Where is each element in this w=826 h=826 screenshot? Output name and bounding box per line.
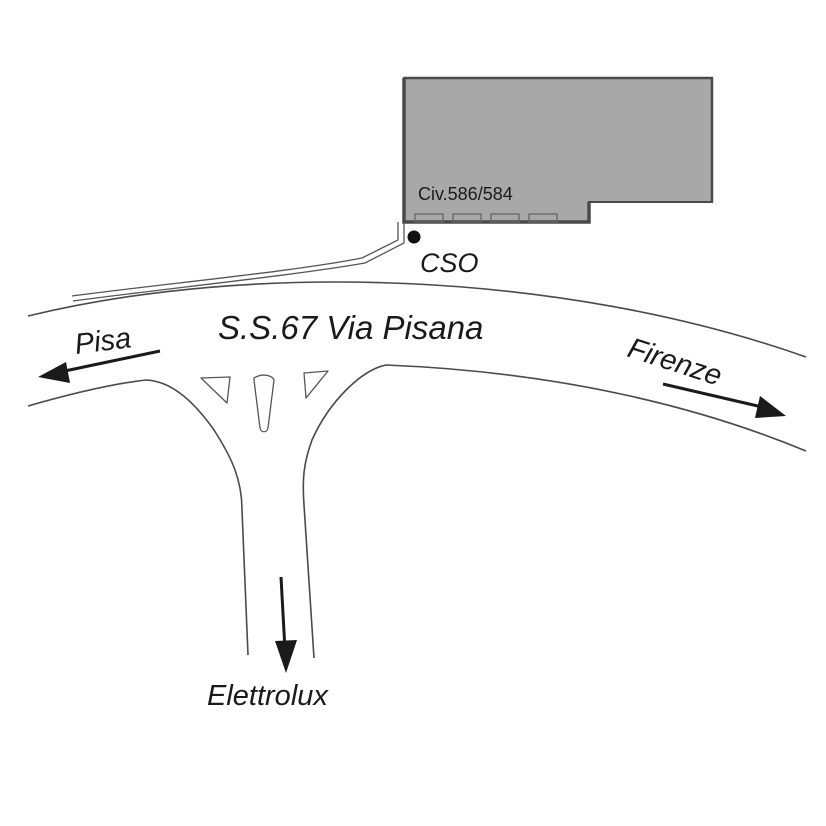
building-top-edge	[404, 76, 714, 202]
traffic-islands	[200, 370, 329, 433]
main-road-south-edge-west	[27, 379, 249, 656]
main-road-south-edge-east	[302, 364, 807, 659]
firenze-arrow-icon	[755, 396, 786, 418]
elettrolux-label: Elettrolux	[207, 680, 329, 712]
firenze-direction: Firenze	[624, 332, 786, 418]
traffic-island	[200, 376, 231, 404]
entrance-box	[414, 213, 444, 223]
building: Civ.586/584	[402, 76, 714, 224]
elettrolux-arrow-shaft	[279, 576, 287, 651]
main-road-north-edge	[27, 281, 807, 358]
pisa-label: Pisa	[73, 322, 133, 361]
pisa-arrow-icon	[38, 362, 70, 383]
entrance-box	[528, 213, 558, 223]
cso-marker-icon	[407, 230, 421, 244]
main-road	[27, 281, 807, 659]
building-number-label: Civ.586/584	[418, 184, 513, 204]
access-lane	[71, 222, 405, 302]
firenze-label: Firenze	[624, 332, 726, 392]
entrance-box	[452, 213, 482, 223]
elettrolux-arrow-icon	[275, 640, 297, 673]
pisa-arrow-shaft	[59, 349, 161, 374]
elettrolux-direction: Elettrolux	[207, 576, 329, 712]
traffic-island	[253, 374, 275, 433]
main-road-label: S.S.67 Via Pisana	[218, 309, 483, 346]
firenze-arrow-shaft	[662, 382, 763, 409]
pisa-direction: Pisa	[38, 322, 161, 383]
traffic-island	[303, 370, 329, 399]
cso-label: CSO	[420, 248, 479, 278]
entrance-box	[490, 213, 520, 223]
